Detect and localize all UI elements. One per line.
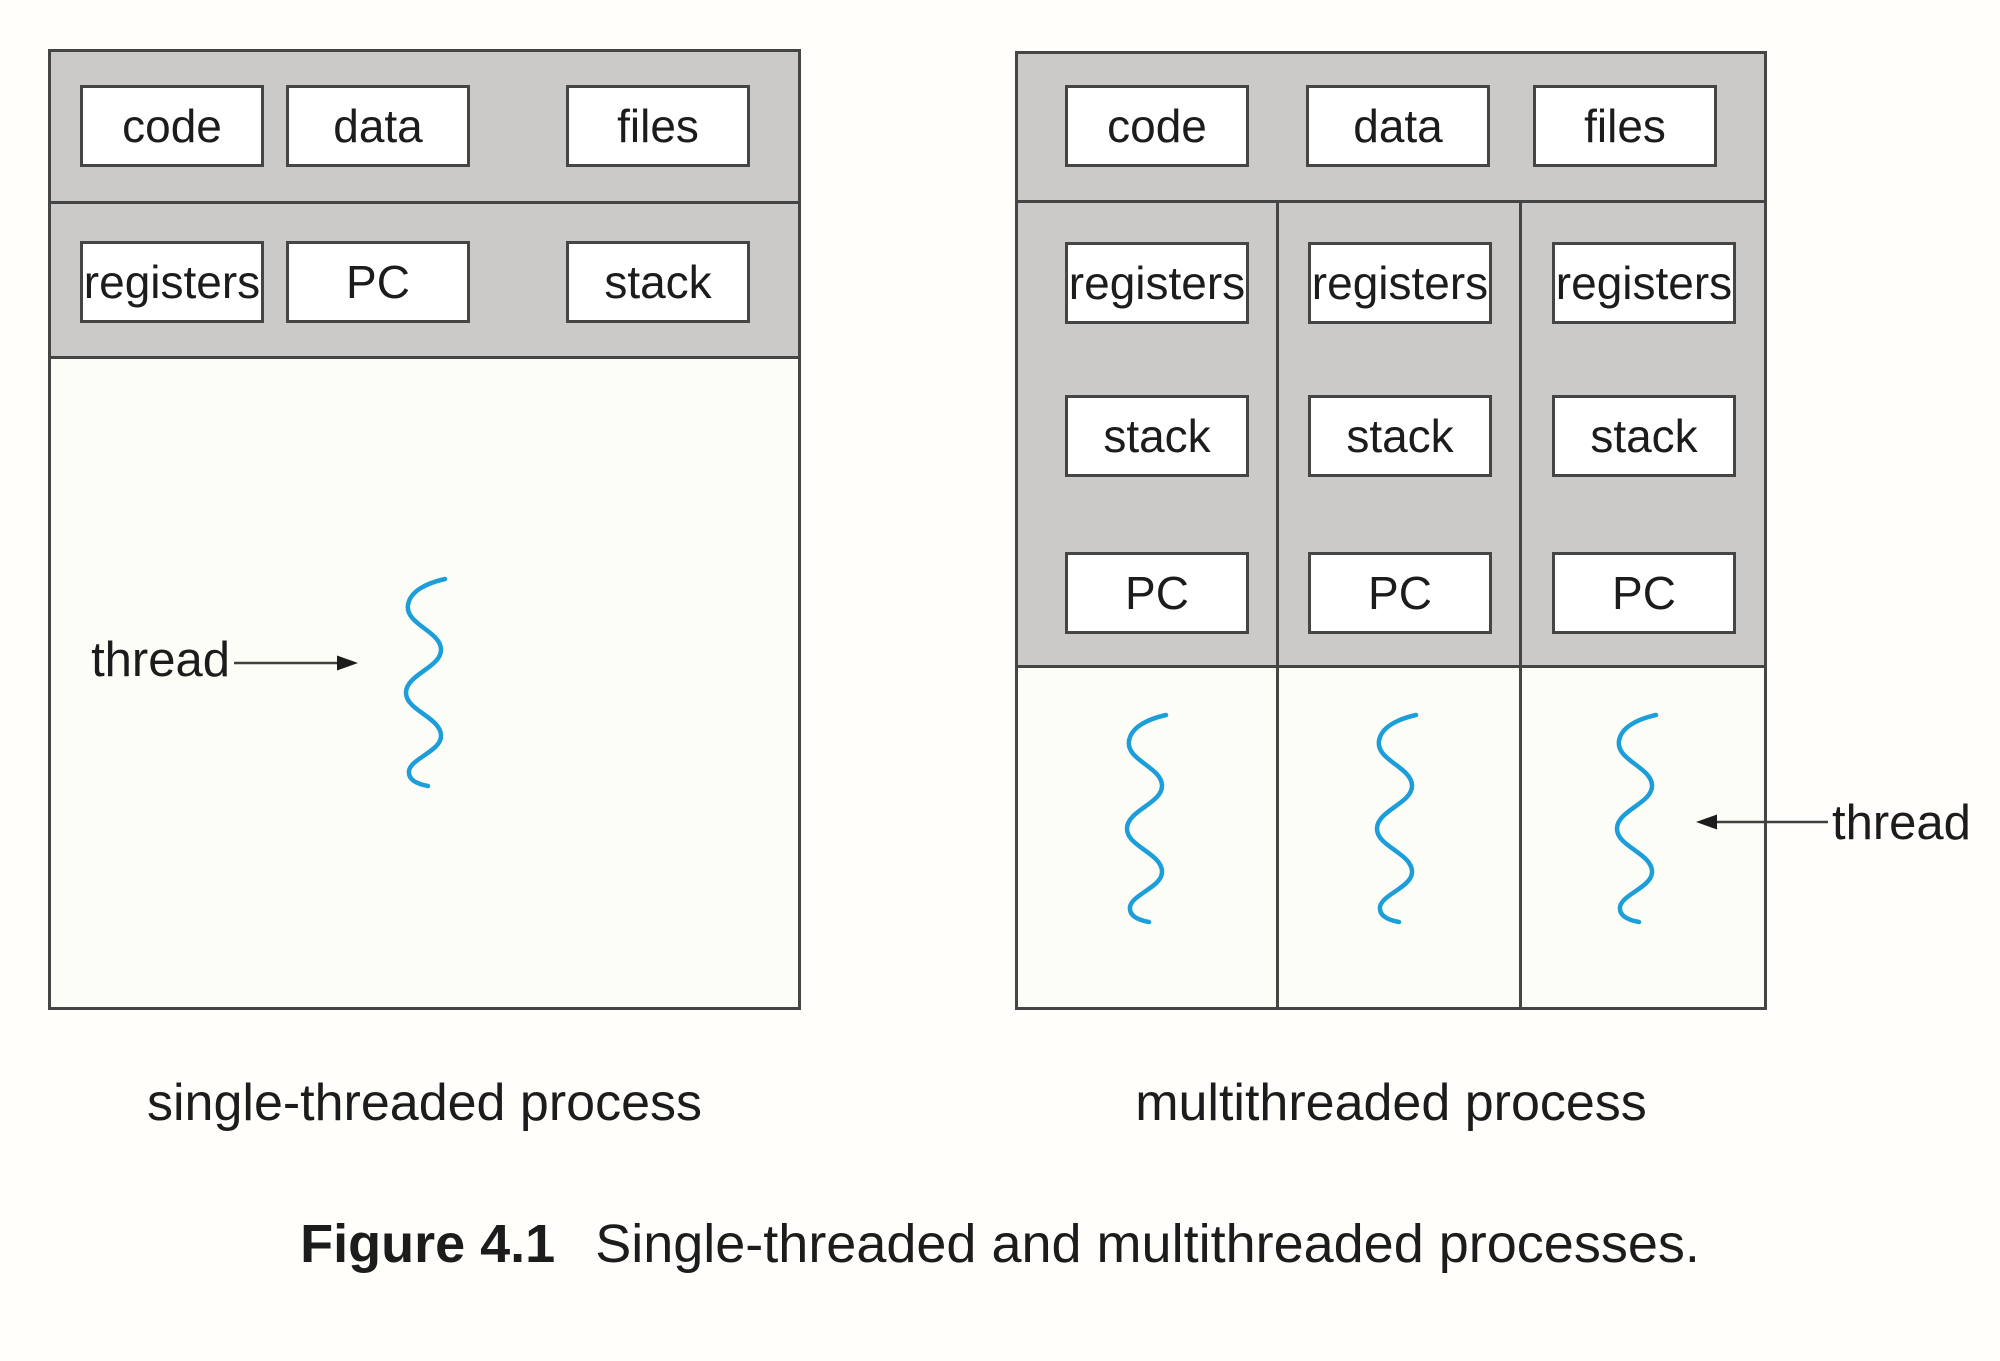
left-stack-box: stack	[566, 241, 750, 323]
multithreaded-caption: multithreaded process	[1135, 1074, 1647, 1132]
thread-squiggle-icon	[1124, 712, 1169, 925]
right-col3-stack-box: stack	[1552, 395, 1736, 477]
right-thread-label: thread	[1832, 796, 1971, 850]
right-code-box: code	[1065, 85, 1249, 167]
figure-caption-text: Single-threaded and multithreaded proces…	[595, 1214, 1700, 1274]
left-thread-arrow-icon	[234, 655, 358, 671]
figure-caption-number: Figure 4.1	[300, 1214, 556, 1274]
right-col2-registers-box: registers	[1308, 242, 1492, 324]
right-data-box: data	[1306, 85, 1490, 167]
left-data-box: data	[286, 85, 470, 167]
left-pc-box: PC	[286, 241, 470, 323]
right-col3-pc-box: PC	[1552, 552, 1736, 634]
left-code-box: code	[80, 85, 264, 167]
thread-squiggle-icon	[1614, 712, 1659, 925]
single-threaded-caption: single-threaded process	[147, 1074, 702, 1132]
figure-caption: Figure 4.1 Single-threaded and multithrea…	[0, 1212, 2000, 1277]
column-divider	[1519, 203, 1522, 1010]
left-registers-box: registers	[80, 241, 264, 323]
thread-squiggle-icon	[403, 576, 448, 789]
column-divider	[1276, 203, 1279, 1010]
right-col2-pc-box: PC	[1308, 552, 1492, 634]
right-col1-pc-box: PC	[1065, 552, 1249, 634]
right-files-box: files	[1533, 85, 1717, 167]
right-thread-arrow-icon	[1696, 814, 1828, 830]
left-thread-area	[48, 359, 801, 1010]
left-thread-label: thread	[91, 633, 230, 687]
left-files-box: files	[566, 85, 750, 167]
right-col2-stack-box: stack	[1308, 395, 1492, 477]
right-col3-registers-box: registers	[1552, 242, 1736, 324]
right-col1-registers-box: registers	[1065, 242, 1249, 324]
thread-squiggle-icon	[1374, 712, 1419, 925]
right-col1-stack-box: stack	[1065, 395, 1249, 477]
